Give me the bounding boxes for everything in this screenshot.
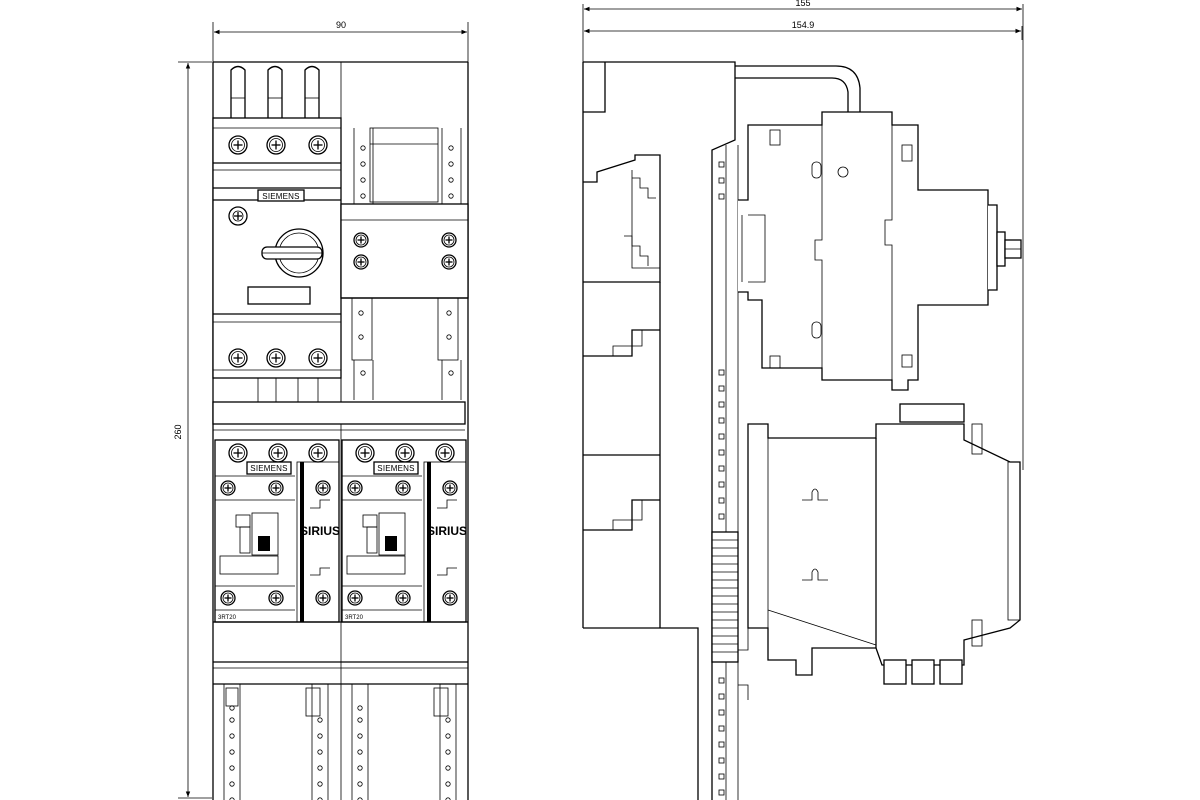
handle-shaft-icon [988, 204, 1022, 291]
supply-cable [735, 65, 861, 112]
breaker-screw-icon [266, 135, 286, 155]
contactor-2-series: SIRIUS [427, 524, 467, 538]
side-view: 155 154.9 [582, 0, 1024, 800]
dimension-overall-label: 155 [795, 0, 810, 8]
rotary-handle-icon [261, 228, 324, 278]
circuit-breaker: SIEMENS [212, 117, 342, 379]
breaker-brand-label: SIEMENS [262, 192, 299, 201]
contactor-2-brand: SIEMENS [377, 464, 414, 473]
breaker-screw-icon [228, 135, 248, 155]
contactor-1: SIEMENS 3RT20 SIRIUS [214, 439, 340, 623]
busbar-lower [213, 621, 468, 800]
busbar-screw-icon [441, 232, 457, 248]
din-rail [711, 145, 739, 800]
contactor-1-code: 3RT20 [218, 615, 237, 621]
breaker-brand-plate [257, 189, 305, 202]
breaker-screw-icon [228, 348, 248, 368]
mounting-plate [582, 61, 736, 800]
breaker-label-window [247, 286, 311, 305]
busbar-screw-icon [353, 232, 369, 248]
front-view: 90 260 [173, 20, 469, 800]
dimension-width-label: 90 [336, 20, 346, 30]
circuit-breaker-side [738, 111, 1022, 391]
contactor-side [738, 403, 1021, 700]
dimension-depth: 154.9 [584, 20, 1023, 40]
auxiliary-block-icon [235, 512, 279, 556]
contactor-2-code: 3RT20 [345, 615, 364, 621]
breaker-screw-icon [266, 348, 286, 368]
breaker-supply-terminals [230, 65, 320, 120]
busbar-screw-icon [441, 254, 457, 270]
auxiliary-block-icon [362, 512, 406, 556]
dimension-depth-label: 154.9 [792, 20, 815, 30]
connecting-link [212, 377, 466, 431]
breaker-screw-icon [308, 348, 328, 368]
dimension-overall: 155 [582, 0, 1024, 470]
contactor-1-series: SIRIUS [300, 524, 340, 538]
dimension-height: 260 [173, 61, 212, 799]
dimension-height-label: 260 [173, 424, 183, 439]
breaker-screw-icon [308, 135, 328, 155]
busbar-screw-icon [353, 254, 369, 270]
busbar-upper [340, 127, 469, 400]
dimension-width: 90 [212, 20, 469, 64]
contactor-1-brand: SIEMENS [250, 464, 287, 473]
contactor-2: SIEMENS 3RT20 SIRIUS [341, 439, 467, 623]
